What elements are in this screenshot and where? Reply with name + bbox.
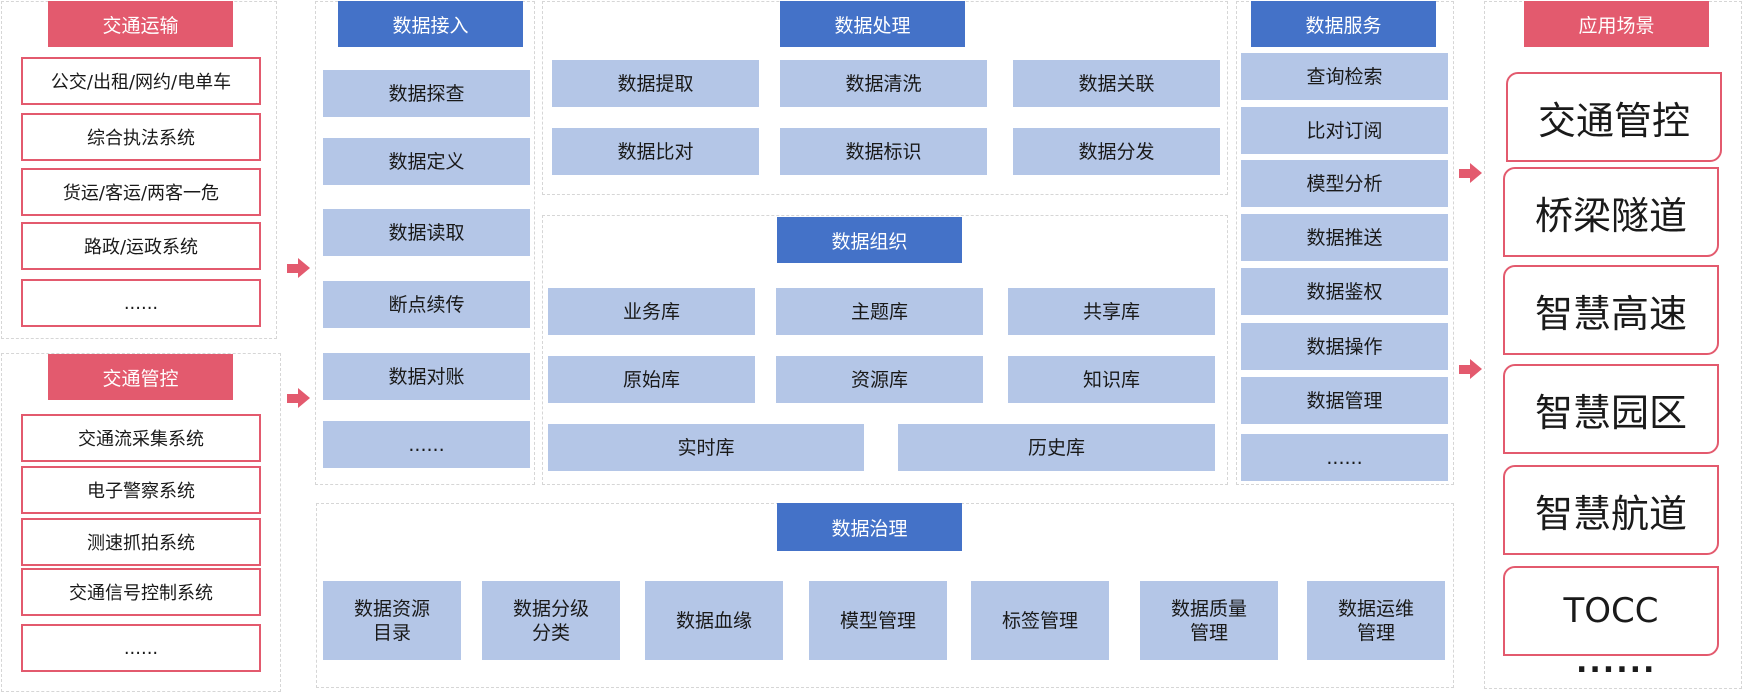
traffic-item-police: 电子警察系统 (21, 466, 261, 514)
processing-item: 数据清洗 (780, 60, 987, 107)
app-scenario-smart-waterway: 智慧航道 (1503, 465, 1719, 555)
governance-item: 数据血缘 (645, 581, 783, 660)
traffic-control-header: 交通管控 (48, 354, 233, 400)
processing-item: 数据提取 (552, 60, 759, 107)
transport-item-more: ...... (21, 279, 261, 327)
service-item: 数据推送 (1241, 214, 1448, 261)
governance-item: 数据质量 管理 (1140, 581, 1278, 660)
transport-header: 交通运输 (48, 1, 233, 47)
governance-header: 数据治理 (777, 503, 962, 551)
processing-item: 数据比对 (552, 128, 759, 175)
governance-item: 模型管理 (809, 581, 947, 660)
app-scenario-traffic-control: 交通管控 (1506, 72, 1722, 162)
traffic-control-panel (1, 353, 281, 692)
app-scenario-smart-park: 智慧园区 (1503, 364, 1719, 454)
service-item: ...... (1241, 434, 1448, 481)
organization-item: 主题库 (776, 288, 983, 335)
transport-item-enforcement: 综合执法系统 (21, 113, 261, 161)
processing-item: 数据关联 (1013, 60, 1220, 107)
processing-item: 数据标识 (780, 128, 987, 175)
governance-item: 标签管理 (971, 581, 1109, 660)
transport-item-road: 路政/运政系统 (21, 222, 261, 270)
service-item: 数据操作 (1241, 323, 1448, 370)
app-scenario-tocc: TOCC (1503, 566, 1719, 656)
organization-panel (542, 215, 1228, 485)
service-header: 数据服务 (1251, 1, 1436, 47)
access-item: 断点续传 (323, 281, 530, 328)
organization-item: 历史库 (898, 424, 1215, 471)
access-item: 数据定义 (323, 138, 530, 185)
service-item: 模型分析 (1241, 160, 1448, 207)
access-item: 数据对账 (323, 353, 530, 400)
organization-item: 业务库 (548, 288, 755, 335)
app-scenario-smart-highway: 智慧高速 (1503, 265, 1719, 355)
access-header: 数据接入 (338, 1, 523, 47)
traffic-item-flow: 交通流采集系统 (21, 414, 261, 462)
service-item: 比对订阅 (1241, 107, 1448, 154)
governance-item: 数据资源 目录 (323, 581, 461, 660)
access-item: ...... (323, 421, 530, 468)
app-scenario-bridge-tunnel: 桥梁隧道 (1503, 167, 1719, 257)
organization-item: 知识库 (1008, 356, 1215, 403)
governance-item: 数据运维 管理 (1307, 581, 1445, 660)
service-item: 数据管理 (1241, 377, 1448, 424)
traffic-item-more: ...... (21, 624, 261, 672)
transport-item-freight: 货运/客运/两客一危 (21, 168, 261, 216)
traffic-item-signal: 交通信号控制系统 (21, 568, 261, 616)
service-item: 查询检索 (1241, 53, 1448, 100)
access-item: 数据读取 (323, 209, 530, 256)
transport-item-bus: 公交/出租/网约/电单车 (21, 57, 261, 105)
organization-item: 实时库 (548, 424, 864, 471)
organization-item: 共享库 (1008, 288, 1215, 335)
organization-item: 资源库 (776, 356, 983, 403)
processing-item: 数据分发 (1013, 128, 1220, 175)
application-more: ...... (1576, 645, 1657, 680)
governance-item: 数据分级 分类 (482, 581, 620, 660)
organization-item: 原始库 (548, 356, 755, 403)
access-item: 数据探查 (323, 70, 530, 117)
organization-header: 数据组织 (777, 217, 962, 263)
application-header: 应用场景 (1524, 1, 1709, 47)
service-item: 数据鉴权 (1241, 268, 1448, 315)
processing-header: 数据处理 (780, 1, 965, 47)
traffic-item-speed: 测速抓拍系统 (21, 518, 261, 566)
